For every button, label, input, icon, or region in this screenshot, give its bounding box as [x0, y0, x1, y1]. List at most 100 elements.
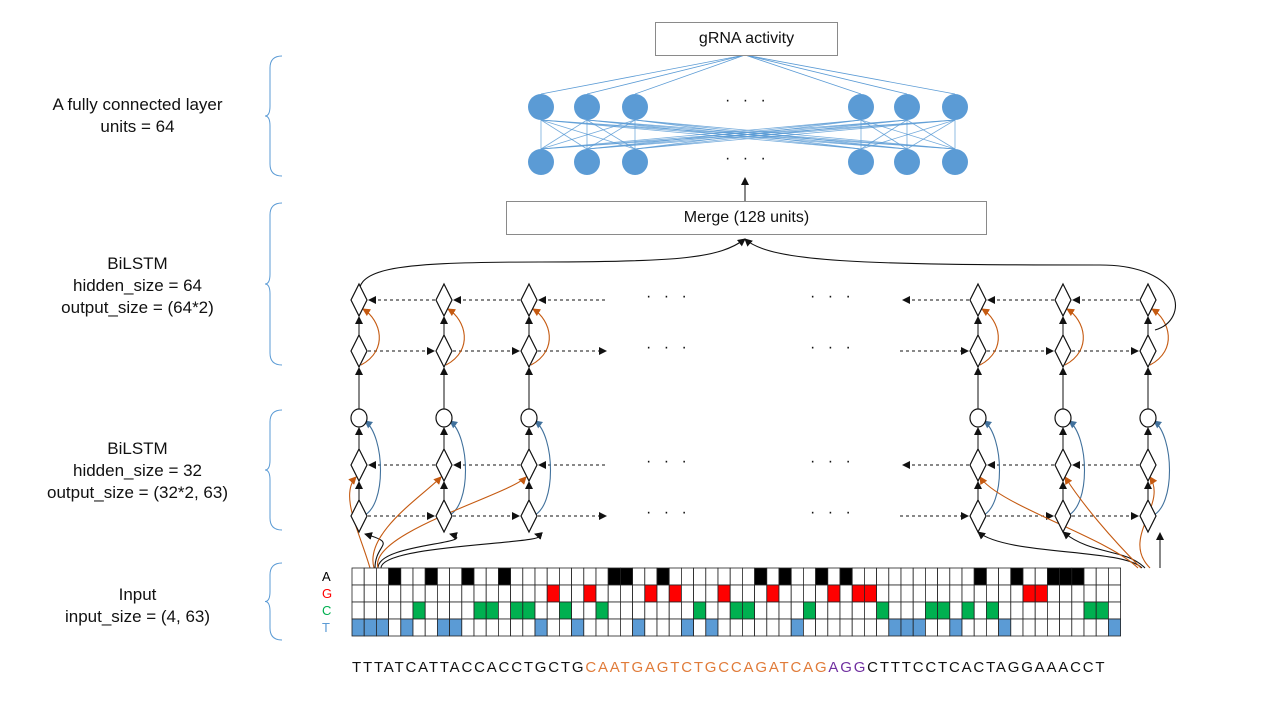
one-hot-cell: [595, 601, 609, 620]
one-hot-cell: [705, 567, 719, 586]
concat-node: [969, 408, 987, 428]
sequence-base: C: [730, 659, 744, 676]
sequence-base: A: [609, 659, 621, 676]
one-hot-cell: [986, 584, 1000, 603]
one-hot-cell: [461, 618, 475, 637]
lstm-cell: [520, 282, 538, 318]
one-hot-cell: [864, 618, 878, 637]
one-hot-cell: [778, 567, 792, 586]
one-hot-cell: [449, 584, 463, 603]
one-hot-cell: [497, 584, 511, 603]
one-hot-cell: [388, 601, 402, 620]
one-hot-grid: [351, 567, 1122, 637]
row-label-G: G: [322, 586, 333, 601]
one-hot-cell: [998, 584, 1012, 603]
one-hot-cell: [973, 567, 987, 586]
sequence-base: T: [394, 659, 406, 676]
one-hot-cell: [937, 601, 951, 620]
lstm-cell: [520, 447, 538, 483]
lstm-cell: [350, 282, 368, 318]
sequence-base: G: [1021, 659, 1035, 676]
one-hot-cell: [571, 618, 585, 637]
one-hot-cell: [1047, 567, 1061, 586]
one-hot-cell: [412, 584, 426, 603]
sequence-base: A: [383, 659, 395, 676]
skip-arrow: [1149, 308, 1169, 366]
fc-edge: [540, 119, 956, 150]
sequence-base: G: [656, 659, 671, 676]
one-hot-cell: [925, 601, 939, 620]
input-arrow: [372, 476, 442, 569]
one-hot-cell: [1059, 567, 1073, 586]
one-hot-cell: [754, 618, 768, 637]
sequence-base: T: [1095, 659, 1107, 676]
one-hot-cell: [876, 584, 890, 603]
fc-edge: [906, 119, 956, 150]
one-hot-cell: [1071, 567, 1085, 586]
one-hot-cell: [1083, 618, 1097, 637]
one-hot-cell: [961, 584, 975, 603]
one-hot-cell: [815, 601, 829, 620]
one-hot-cell: [351, 567, 365, 586]
one-hot-cell: [546, 584, 560, 603]
sequence-base: T: [879, 659, 891, 676]
fc-neuron: [528, 149, 554, 175]
fc-layer-title: A fully connected layer: [52, 95, 223, 114]
layer-bracket: [264, 409, 283, 531]
row-label-T: T: [322, 620, 330, 635]
input-arrow: [377, 476, 527, 569]
fc-neuron: [574, 94, 600, 120]
one-hot-cell: [717, 618, 731, 637]
one-hot-cell: [436, 618, 450, 637]
one-hot-cell: [522, 618, 536, 637]
one-hot-cell: [827, 567, 841, 586]
sequence-base: C: [405, 659, 419, 676]
lstm-cell: [350, 447, 368, 483]
one-hot-cell: [803, 601, 817, 620]
one-hot-cell: [1022, 584, 1036, 603]
fc-connections: [540, 54, 956, 201]
merge-box: Merge (128 units): [506, 201, 987, 235]
one-hot-cell: [485, 567, 499, 586]
one-hot-cell: [620, 584, 634, 603]
sequence-base: A: [486, 659, 499, 676]
fc-edge: [860, 119, 956, 150]
lstm-cell: [969, 498, 987, 534]
bilstm2-output: output_size = (64*2): [61, 298, 214, 317]
one-hot-cell: [949, 567, 963, 586]
one-hot-cell: [778, 584, 792, 603]
sequence-base: G: [704, 659, 719, 676]
sequence-base: A: [449, 659, 462, 676]
sequence-base: A: [995, 659, 1008, 676]
lstm-ellipsis: · · ·: [646, 339, 691, 356]
one-hot-cell: [1022, 618, 1036, 637]
one-hot-cell: [436, 601, 450, 620]
fc-neuron: [848, 94, 874, 120]
row-label-A: A: [322, 569, 331, 584]
one-hot-cell: [681, 567, 695, 586]
one-hot-cell: [400, 584, 414, 603]
input-arrow: [364, 532, 384, 569]
sequence-base: A: [1058, 659, 1071, 676]
skip-arrow: [1064, 308, 1084, 366]
one-hot-cell: [1010, 601, 1024, 620]
one-hot-cell: [803, 567, 817, 586]
one-hot-cell: [912, 584, 926, 603]
one-hot-cell: [559, 601, 573, 620]
sequence-base: C: [718, 659, 731, 676]
lstm-cell: [1139, 282, 1157, 318]
one-hot-cell: [436, 584, 450, 603]
one-hot-cell: [449, 601, 463, 620]
concat-arrow: [1151, 420, 1171, 517]
concat-node: [435, 408, 453, 428]
one-hot-cell: [510, 584, 524, 603]
sequence-base: C: [790, 659, 804, 676]
sequence-base: T: [560, 659, 572, 676]
sequence-base: T: [779, 659, 791, 676]
sequence-base: G: [814, 659, 829, 676]
one-hot-cell: [497, 567, 511, 586]
lstm-cell: [969, 282, 987, 318]
one-hot-cell: [571, 601, 585, 620]
one-hot-cell: [876, 567, 890, 586]
input-arrow: [1064, 476, 1142, 569]
